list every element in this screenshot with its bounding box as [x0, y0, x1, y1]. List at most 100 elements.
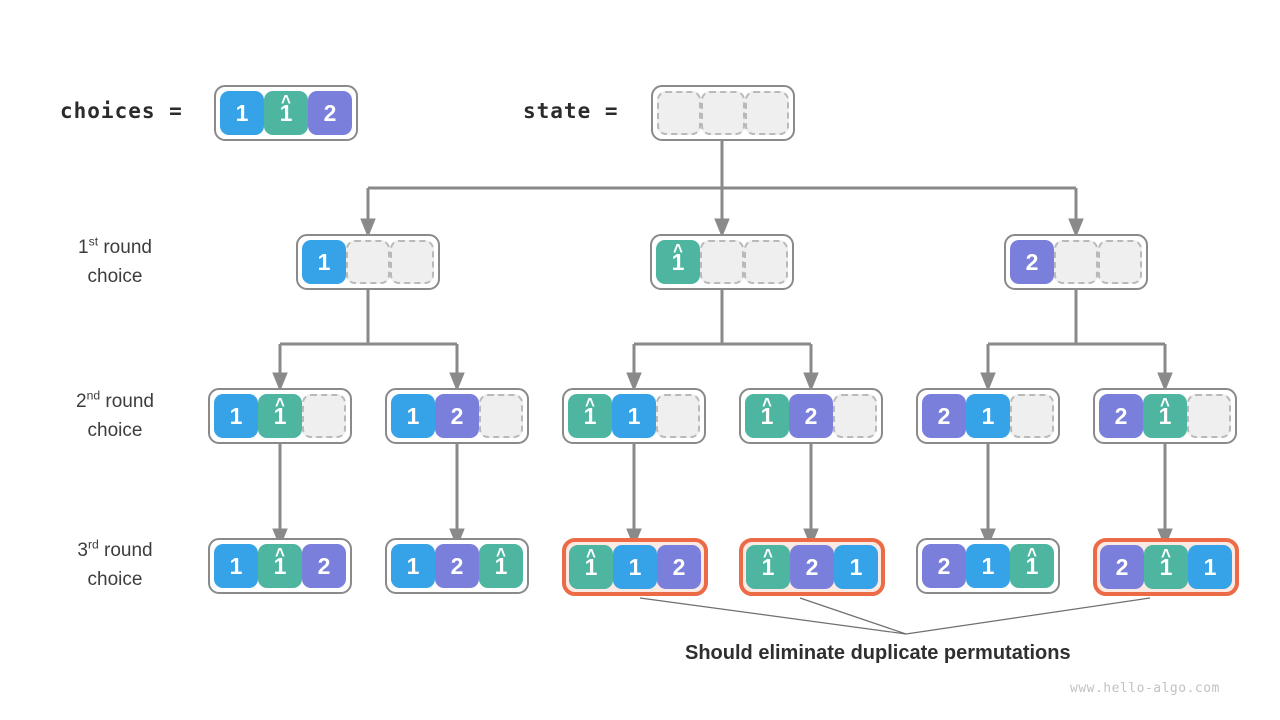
hatted-number: ˄1	[584, 394, 597, 428]
hatted-number: ˄1	[761, 545, 775, 580]
cell-value: 1	[406, 552, 420, 579]
round-2-label: 2nd round choice	[40, 387, 190, 446]
caret-hat-icon: ˄	[585, 392, 595, 412]
cell-value: 1	[273, 552, 287, 579]
cell-value: 1	[406, 402, 420, 429]
round-3-node-1-array-cell-1: 2	[435, 544, 479, 588]
round-3-line-2: choice	[87, 569, 143, 591]
cell-value: 2	[317, 552, 331, 579]
round-2-line-1: 2nd round	[76, 388, 154, 412]
round-2-node-1-array-cell-2	[479, 394, 523, 438]
round-2-node-3-array-cell-1: 2	[789, 394, 833, 438]
state-array-box	[651, 85, 795, 141]
round-2-node-5: 2˄1	[1093, 388, 1237, 444]
round-3-node-5-array-cell-0: 2	[1100, 545, 1144, 589]
round-1-node-1: ˄1	[650, 234, 794, 290]
round-1-node-2: 2	[1004, 234, 1148, 290]
round-3-label: 3rd round choice	[40, 536, 190, 595]
round-3-node-5-array-cell-2: 1	[1188, 545, 1232, 589]
round-1-node-1-array: ˄1	[650, 234, 794, 290]
cell-value: 1	[981, 402, 995, 429]
round-1-node-0: 1	[296, 234, 440, 290]
round-1-line-1: 1st round	[78, 234, 152, 258]
round-2-node-2-array-cell-0: ˄1	[568, 394, 612, 438]
round-3-node-4-array-cell-0: 2	[922, 544, 966, 588]
cell-value: 1	[761, 553, 775, 580]
round-2-node-5-array-cell-0: 2	[1099, 394, 1143, 438]
cell-value: 2	[804, 402, 818, 429]
state-array-box-cell-0	[657, 91, 701, 135]
cell-value: 2	[672, 553, 686, 580]
hatted-number: ˄1	[1025, 544, 1039, 579]
round-1-node-0-array-cell-0: 1	[302, 240, 346, 284]
round-3-node-0-array-cell-0: 1	[214, 544, 258, 588]
cell-value: 1	[584, 553, 598, 580]
state-label: state =	[523, 99, 619, 123]
round-2-node-5-array-cell-2	[1187, 394, 1231, 438]
cell-value: 2	[1115, 553, 1129, 580]
round-3-node-2-array-cell-2: 2	[657, 545, 701, 589]
round-3-node-0-array-cell-2: 2	[302, 544, 346, 588]
round-3-node-5: 2 ˄1 1	[1093, 538, 1239, 596]
hatted-number: ˄1	[761, 394, 774, 428]
caret-hat-icon: ˄	[496, 542, 506, 562]
cell-value: 1	[279, 99, 293, 126]
round-1-label: 1st round choice	[40, 233, 190, 292]
cell-value: 1	[1025, 552, 1039, 579]
caret-hat-icon: ˄	[673, 238, 683, 258]
round-1-node-1-array-cell-2	[744, 240, 788, 284]
cell-value: 2	[937, 552, 951, 579]
hatted-number: ˄1	[279, 91, 293, 126]
state-array-box-cell-1	[701, 91, 745, 135]
cell-value: 1	[273, 402, 287, 429]
round-1-node-2-array-cell-1	[1054, 240, 1098, 284]
choices-array-box-cell-1: ˄1	[264, 91, 308, 135]
round-2-node-4-array-cell-1: 1	[966, 394, 1010, 438]
hatted-number: ˄1	[273, 394, 287, 429]
round-3-node-0-array-cell-1: ˄1	[258, 544, 302, 588]
caret-hat-icon: ˄	[1160, 392, 1170, 412]
hatted-number: ˄1	[1160, 545, 1173, 579]
round-1-node-2-array: 2	[1004, 234, 1148, 290]
hatted-number: ˄1	[584, 545, 598, 580]
round-3-node-4-array-cell-1: 1	[966, 544, 1010, 588]
state-array	[651, 85, 795, 141]
round-2-node-1-array-cell-1: 2	[435, 394, 479, 438]
round-2-node-2-array-cell-2	[656, 394, 700, 438]
cell-value: 1	[628, 553, 642, 580]
cell-value: 1	[671, 248, 685, 275]
round-3-node-1-array-cell-2: ˄1	[479, 544, 523, 588]
round-3-node-2-array-cell-1: 1	[613, 545, 657, 589]
choices-label: choices =	[60, 99, 183, 123]
caret-hat-icon: ˄	[1161, 543, 1171, 563]
round-2-node-4-array-cell-2	[1010, 394, 1054, 438]
round-1-node-1-array-cell-0: ˄1	[656, 240, 700, 284]
cell-value: 1	[317, 248, 331, 275]
round-3-node-1-array-cell-0: 1	[391, 544, 435, 588]
round-1-node-0-array: 1	[296, 234, 440, 290]
watermark: www.hello-algo.com	[1070, 681, 1220, 696]
round-2-node-3-array: ˄1 2	[739, 388, 883, 444]
cell-value: 1	[229, 552, 243, 579]
round-3-node-3-array-cell-0: ˄1	[746, 545, 790, 589]
cell-value: 2	[450, 402, 464, 429]
round-2-line-2: choice	[87, 420, 143, 442]
round-3-line-1: 3rd round	[77, 537, 153, 561]
round-1-node-0-array-cell-2	[390, 240, 434, 284]
round-2-node-4-array-cell-0: 2	[922, 394, 966, 438]
round-2-node-3: ˄1 2	[739, 388, 883, 444]
